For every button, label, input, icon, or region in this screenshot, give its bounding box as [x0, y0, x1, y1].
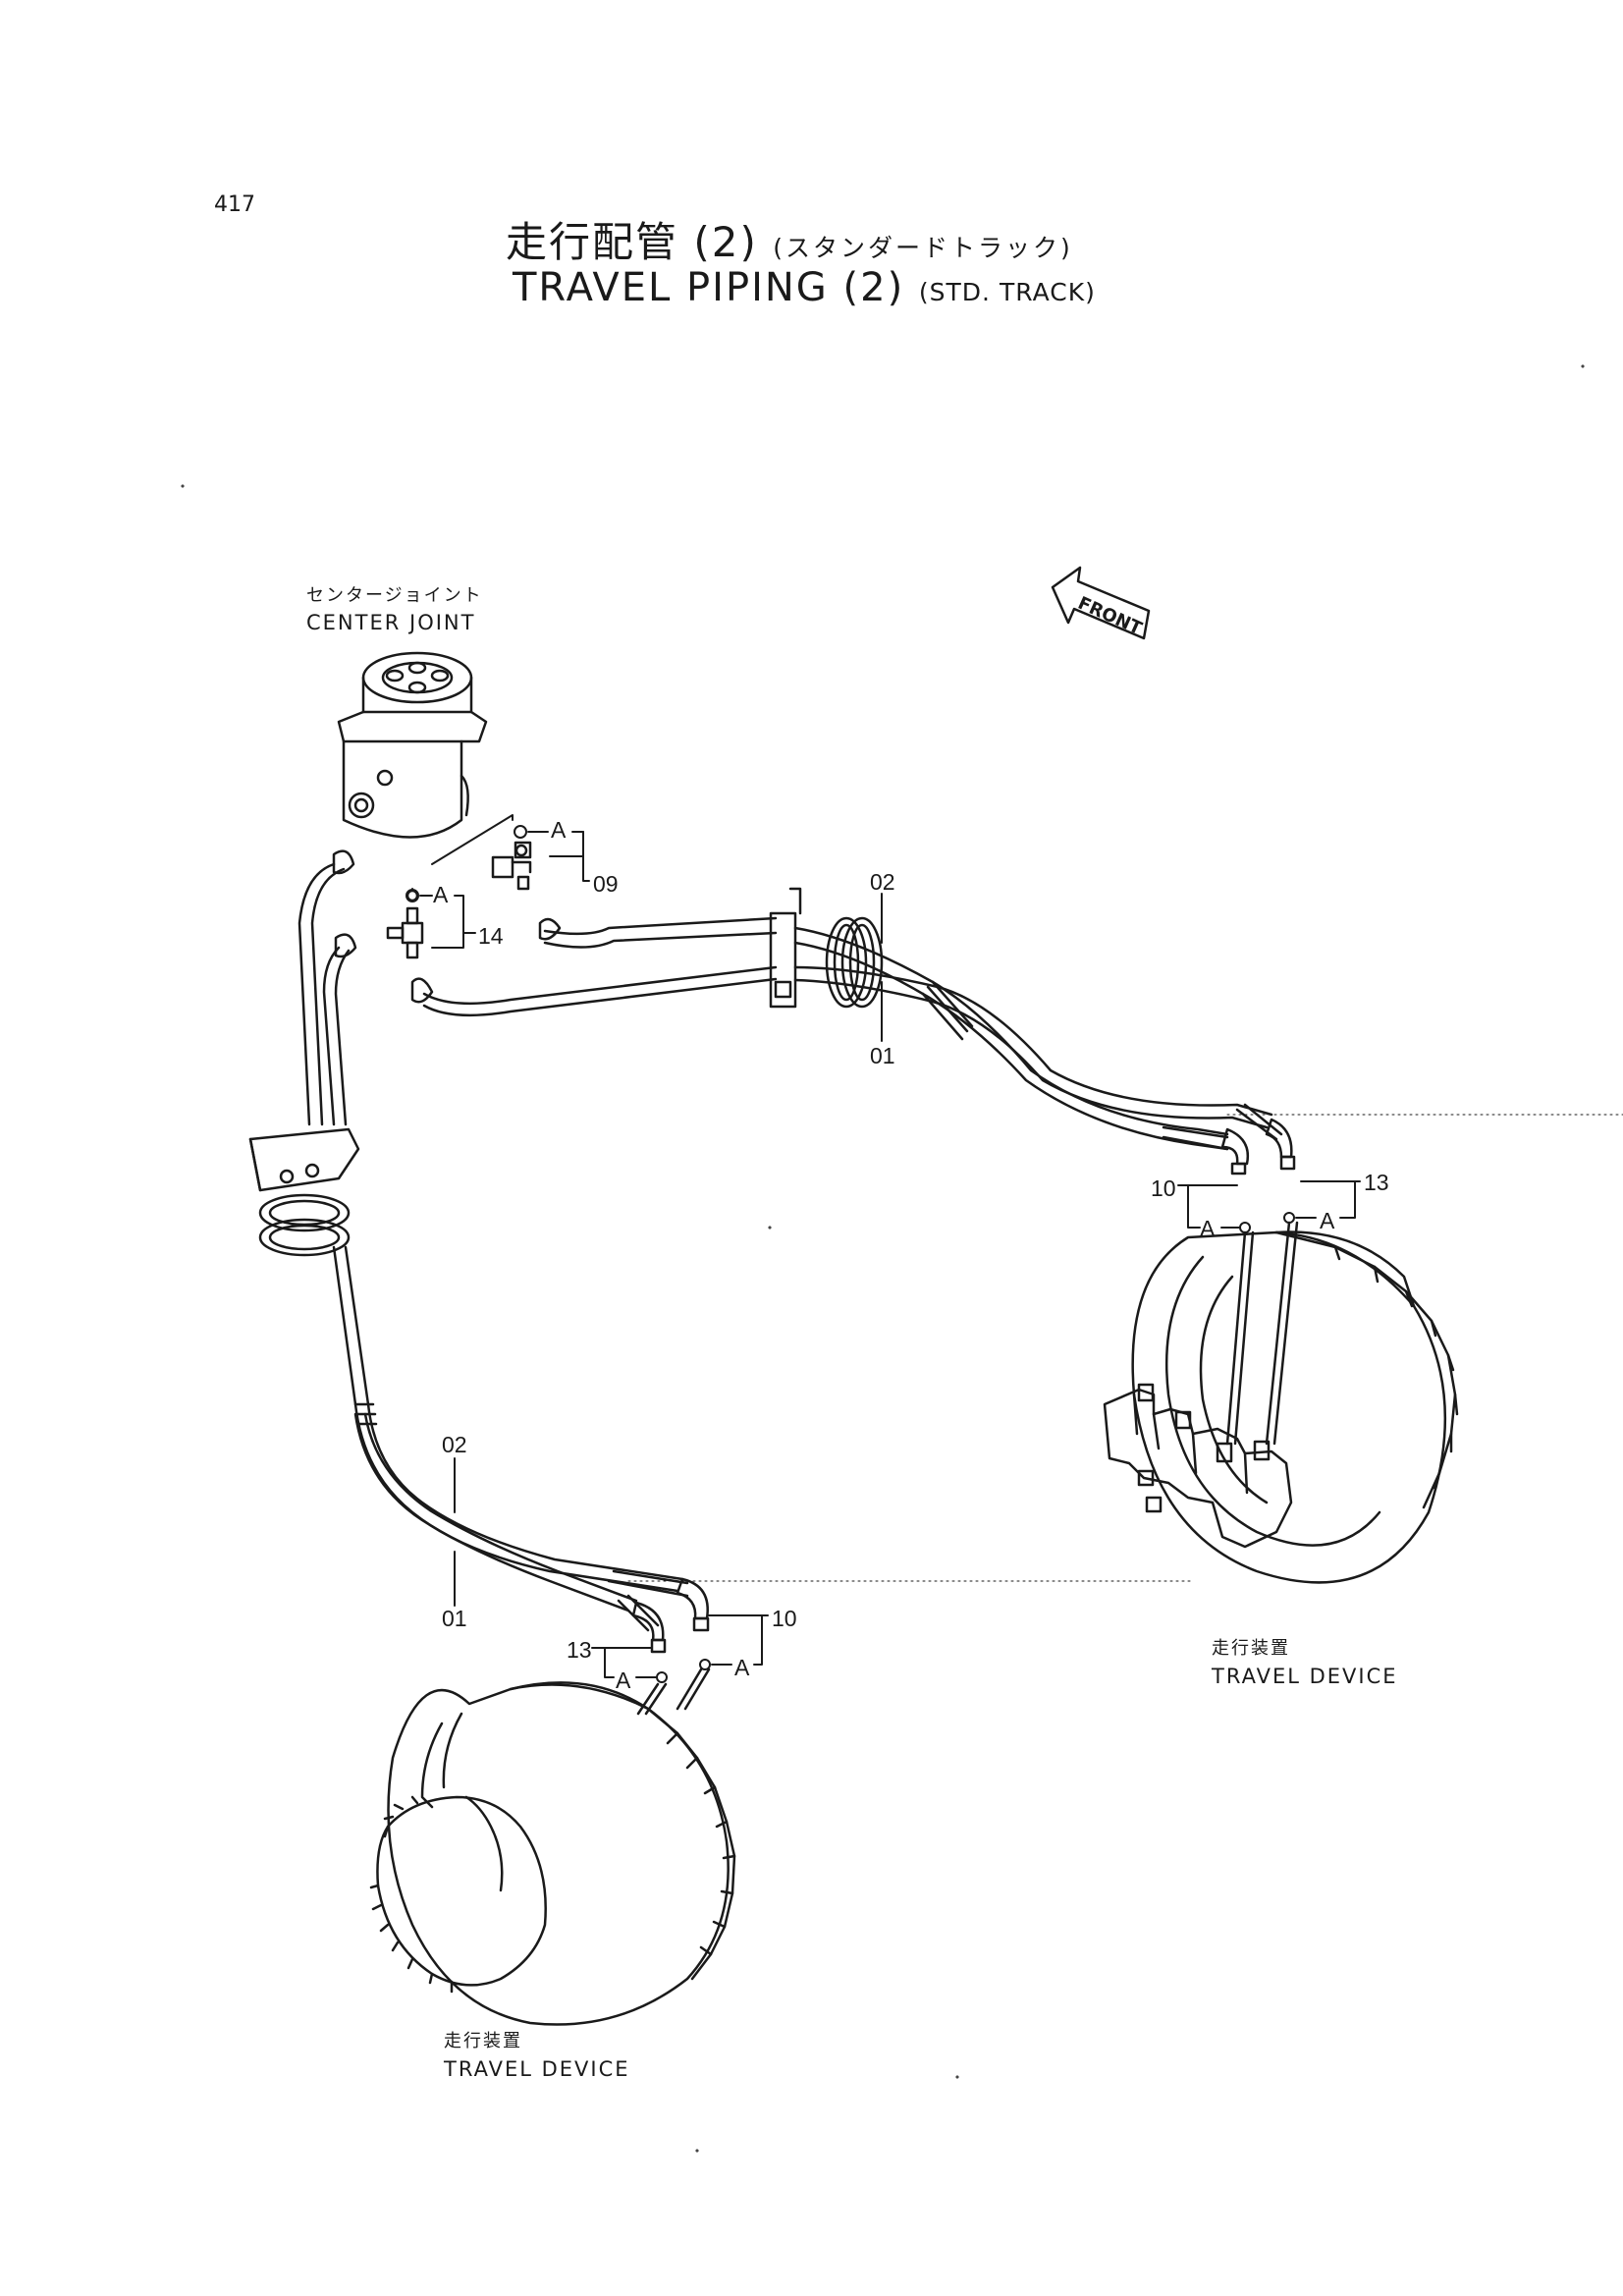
hoses-upper-right [422, 887, 1296, 1175]
part-number-13-right: 13 [1364, 1170, 1389, 1195]
leader-lines-top [406, 814, 590, 949]
part-number-10-right: 10 [1151, 1175, 1176, 1201]
leader-lines-lower-parts [454, 1457, 1194, 1683]
travel-device-right-label-jp: 走行装置 [1212, 1638, 1290, 1659]
front-arrow-label: FRONT [1075, 593, 1146, 639]
front-arrow-icon: FRONT [1051, 566, 1151, 640]
travel-device-left-drawing [369, 1667, 736, 2026]
detail-mark-a-6: A [734, 1655, 750, 1680]
detail-mark-a-1: A [551, 817, 567, 843]
part-number-13-left: 13 [567, 1637, 592, 1663]
leader-lines-upper-parts [881, 893, 1623, 1233]
page-title-en: TRAVEL PIPING (2) (STD. TRACK) [513, 265, 1096, 310]
part-number-02-upper: 02 [870, 869, 895, 895]
fittings-upper [332, 841, 562, 1004]
part-number-10-left: 10 [772, 1606, 797, 1631]
title-en-sub: (STD. TRACK) [918, 278, 1096, 306]
part-number-09: 09 [593, 871, 619, 897]
page-title-jp: 走行配管 (2) (スタンダードトラック) [506, 209, 1073, 269]
part-number-14: 14 [478, 923, 504, 949]
part-number-02-lower: 02 [442, 1432, 467, 1457]
travel-device-left-label-en: TRAVEL DEVICE [444, 2057, 630, 2081]
travel-device-right-label-en: TRAVEL DEVICE [1212, 1665, 1398, 1688]
part-number-01-lower: 01 [442, 1606, 467, 1631]
title-en-main: TRAVEL PIPING (2) [513, 265, 905, 310]
center-joint-label-en: CENTER JOINT [306, 611, 476, 634]
detail-mark-a-2: A [433, 882, 449, 907]
detail-mark-a-4: A [1320, 1208, 1335, 1233]
title-jp-main: 走行配管 (2) [506, 218, 758, 266]
title-jp-sub: (スタンダードトラック) [773, 234, 1073, 262]
center-joint-label-jp: センタージョイント [306, 585, 483, 606]
scan-specks [181, 364, 1585, 2153]
hoses-left-vertical [248, 862, 710, 1654]
part-number-01-upper: 01 [870, 1043, 895, 1068]
detail-mark-a-5: A [616, 1667, 631, 1693]
page-number: 417 [214, 192, 255, 217]
center-joint-drawing [337, 651, 488, 839]
travel-device-right-drawing [1103, 1221, 1459, 1584]
travel-device-left-label-jp: 走行装置 [444, 2031, 522, 2051]
